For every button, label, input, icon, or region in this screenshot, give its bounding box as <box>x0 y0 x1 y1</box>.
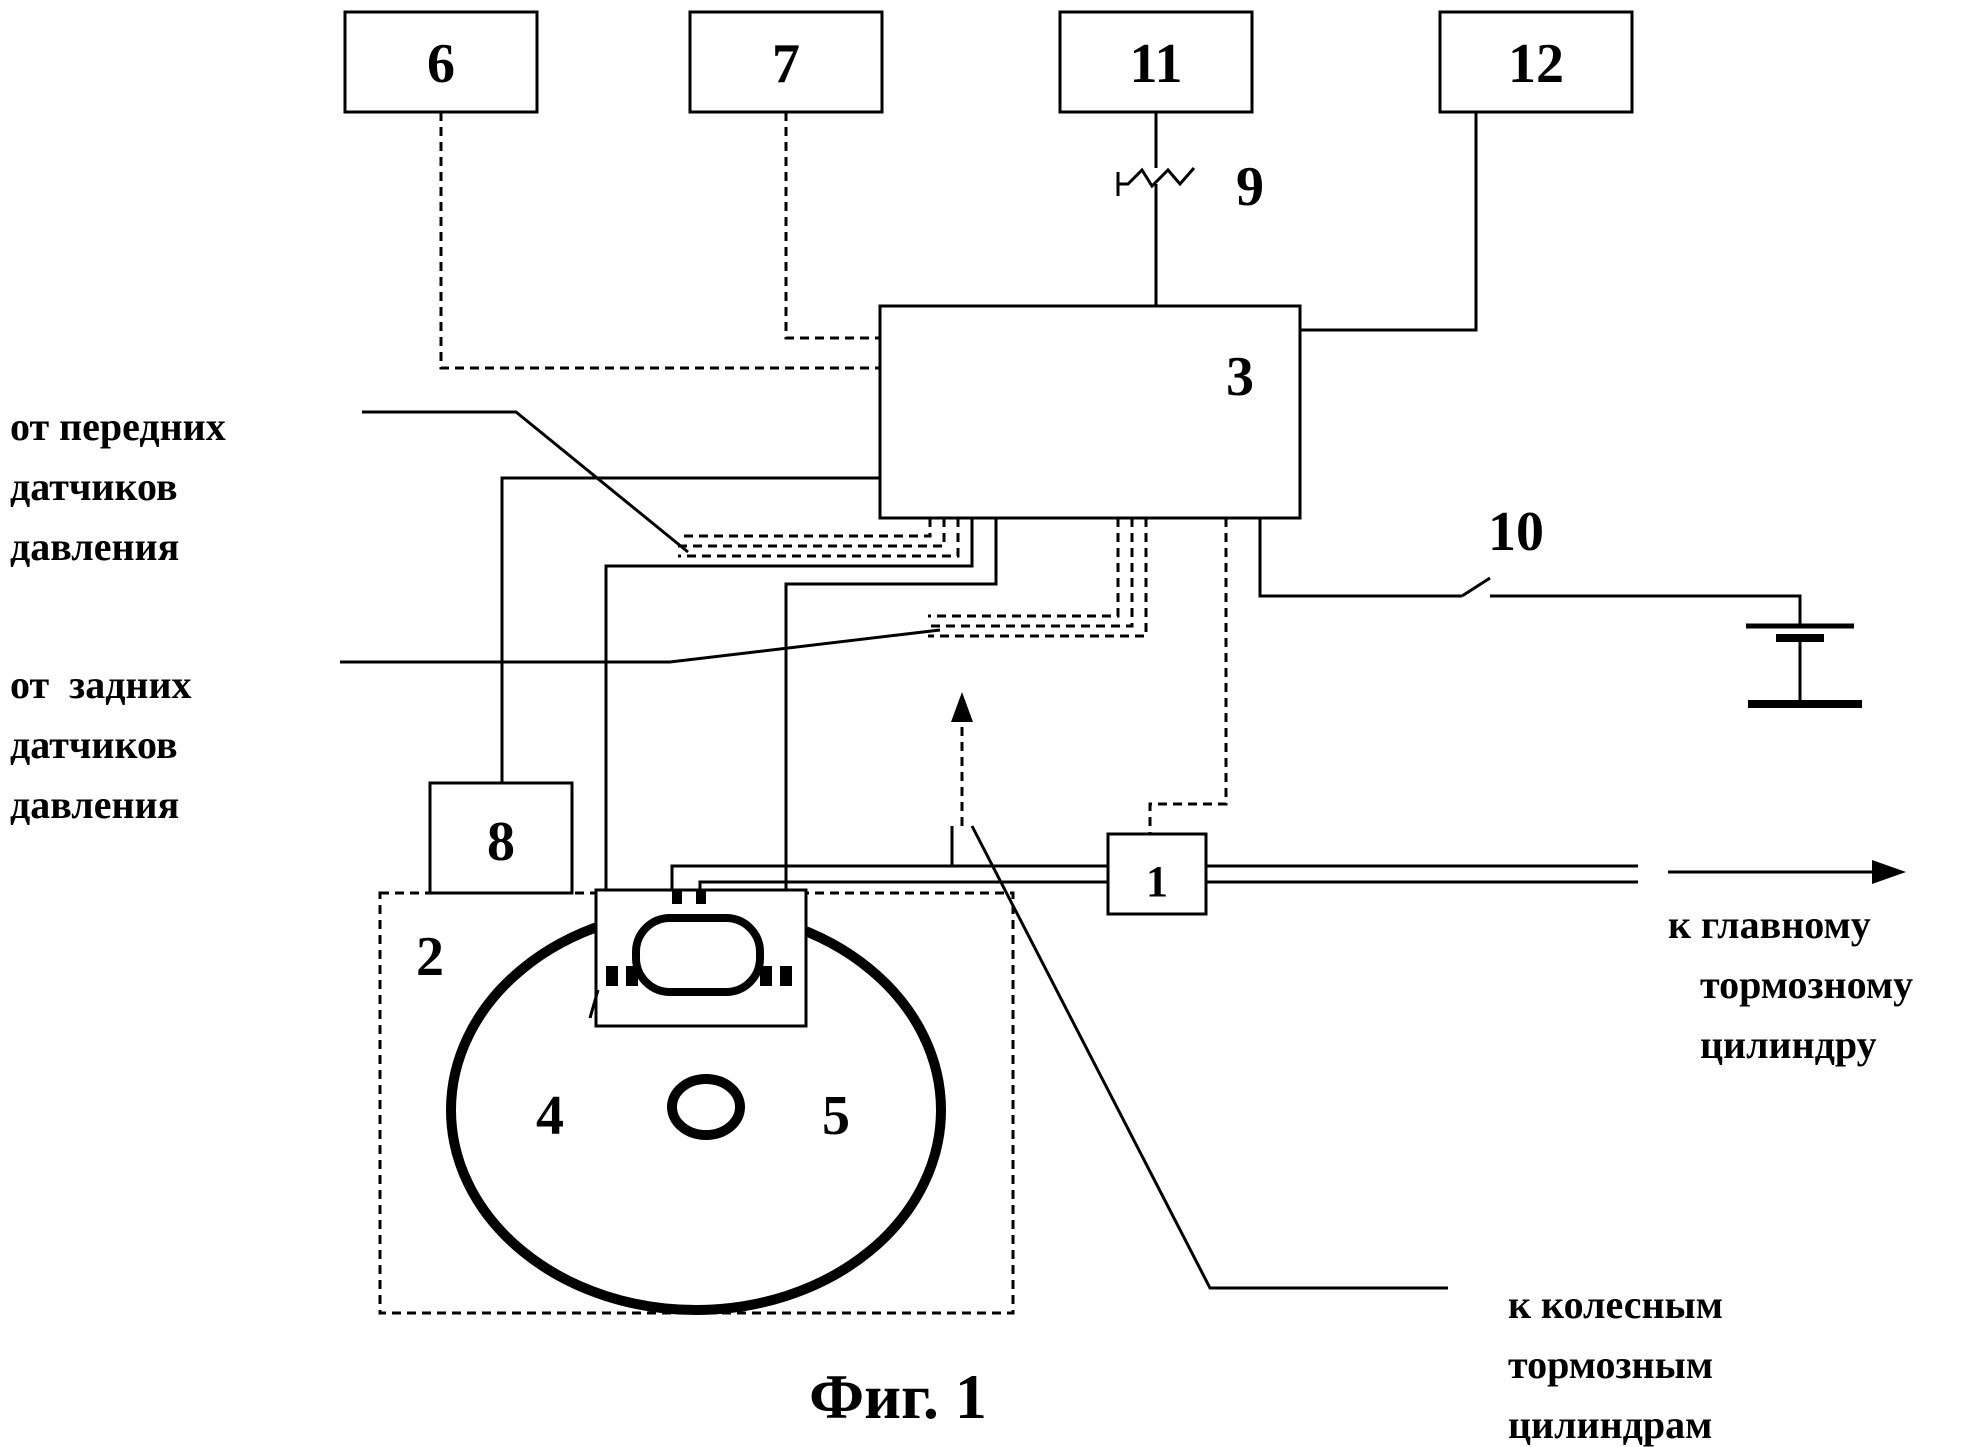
master-cylinder-arrow-icon <box>1872 860 1906 884</box>
wheel-flow-arrow-icon <box>951 692 973 722</box>
rear-sensors-leader <box>340 630 940 662</box>
block-12-label: 12 <box>1508 33 1564 95</box>
caption-front-sensors: от передних датчиков давления <box>10 404 226 569</box>
caption-front-line-2: датчиков <box>10 464 178 509</box>
control-unit-3: 3 <box>880 306 1300 518</box>
caption-rear-sensors: от задних датчиков давления <box>10 662 192 827</box>
line-switch-to-battery <box>1490 596 1800 626</box>
caption-master-line-1: к главному <box>1668 902 1871 947</box>
block-6: 6 <box>345 12 537 112</box>
line-3-to-8 <box>502 478 880 783</box>
caption-master-cylinder: к главному тормозному цилиндру <box>1668 902 1913 1067</box>
drum-section-4-label: 4 <box>536 1085 564 1147</box>
caption-rear-line-1: от задних <box>10 662 192 707</box>
wheel-cylinders-leader <box>972 826 1448 1288</box>
block-12: 12 <box>1440 12 1632 112</box>
hub-circle <box>672 1079 740 1135</box>
switch-10-label: 10 <box>1488 501 1544 563</box>
block-11: 11 <box>1060 12 1252 112</box>
block-11-label: 11 <box>1130 33 1183 95</box>
line-7-to-3 <box>786 112 880 338</box>
caption-master-line-2: тормозному <box>1700 962 1913 1007</box>
caption-rear-line-2: датчиков <box>10 722 178 767</box>
valve-1: 1 <box>1108 834 1206 914</box>
drum-section-5-label: 5 <box>822 1085 850 1147</box>
front-sensor-wire-2 <box>678 518 944 546</box>
fuse-9-label: 9 <box>1236 156 1264 218</box>
block-8-label: 8 <box>487 811 515 873</box>
wire-3-to-sensor-right <box>786 518 996 972</box>
line-3-to-valve-1 <box>1150 518 1226 834</box>
caption-master-line-3: цилиндру <box>1700 1022 1877 1067</box>
control-unit-label: 3 <box>1226 346 1254 408</box>
rear-sensor-wire-3 <box>928 518 1146 636</box>
block-8: 8 <box>430 783 572 893</box>
caption-wheel-line-3: цилиндрам <box>1508 1402 1712 1447</box>
block-7: 7 <box>690 12 882 112</box>
caption-front-line-3: давления <box>10 524 179 569</box>
front-sensors-leader <box>362 412 688 552</box>
wheel-cylinder-sensor <box>590 890 806 1026</box>
line-6-to-3 <box>441 112 880 368</box>
block-7-label: 7 <box>772 33 800 95</box>
front-sensor-wire-1 <box>678 518 930 536</box>
valve-1-label: 1 <box>1146 857 1168 906</box>
battery-icon <box>1746 626 1862 704</box>
switch-10-icon[interactable] <box>1462 578 1490 596</box>
caption-wheel-line-1: к колесным <box>1508 1282 1723 1327</box>
caption-wheel-line-2: тормозным <box>1508 1342 1713 1387</box>
pipe-drum-to-top-upper <box>672 826 952 890</box>
line-3-to-switch <box>1260 518 1462 596</box>
brake-module-2-label: 2 <box>416 926 444 988</box>
block-6-label: 6 <box>427 33 455 95</box>
caption-front-line-1: от передних <box>10 404 226 449</box>
figure-title: Фиг. 1 <box>809 1361 987 1432</box>
caption-wheel-cylinders: к колесным тормозным цилиндрам <box>1508 1282 1723 1447</box>
line-3-to-12 <box>1300 112 1476 330</box>
caption-rear-line-3: давления <box>10 782 179 827</box>
